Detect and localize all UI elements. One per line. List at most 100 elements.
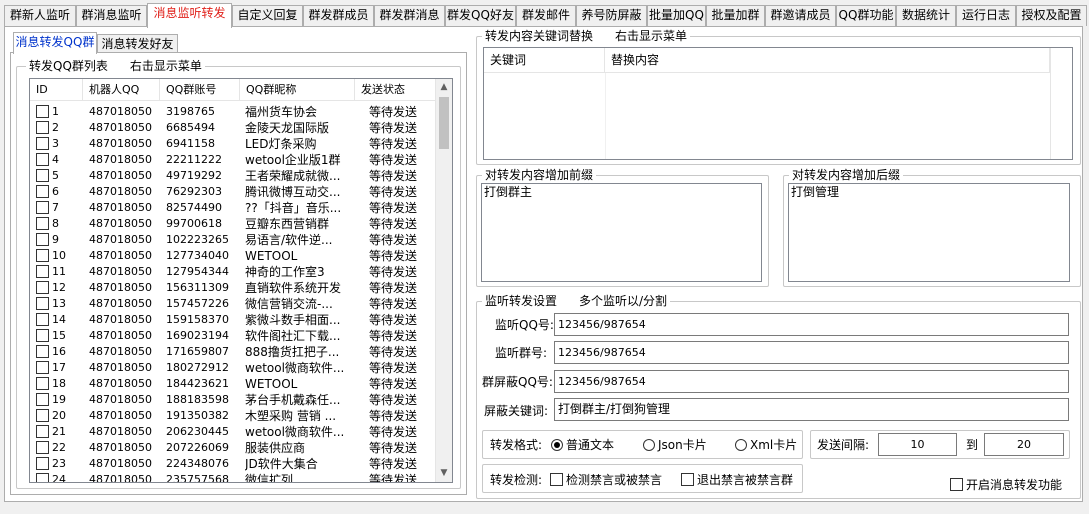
- detect-muted-checkbox[interactable]: 检测禁言或被禁言: [550, 473, 662, 487]
- radio-icon[interactable]: [643, 438, 655, 451]
- row-checkbox-icon[interactable]: [36, 409, 49, 422]
- row-checkbox-icon[interactable]: [36, 265, 49, 278]
- tab-anti-block[interactable]: 养号防屏蔽: [576, 5, 647, 26]
- format-json-option[interactable]: Json卡片: [643, 438, 707, 452]
- monitor-group-input[interactable]: 123456/987654: [554, 341, 1069, 364]
- tab-message-forward[interactable]: 消息监听转发: [147, 3, 232, 28]
- checkbox-icon[interactable]: [950, 478, 963, 491]
- scroll-thumb[interactable]: [439, 97, 449, 149]
- row-checkbox-icon[interactable]: [36, 441, 49, 454]
- enable-forward-checkbox[interactable]: 开启消息转发功能: [950, 478, 1062, 492]
- interval-from-input[interactable]: 10: [878, 433, 957, 456]
- row-checkbox-icon[interactable]: [36, 425, 49, 438]
- col-id[interactable]: ID: [30, 79, 83, 101]
- row-checkbox-icon[interactable]: [36, 169, 49, 182]
- prefix-textarea[interactable]: 打倒群主: [481, 183, 762, 282]
- row-checkbox-icon[interactable]: [36, 457, 49, 470]
- quit-muted-group-checkbox[interactable]: 退出禁言被禁言群: [681, 473, 793, 487]
- tab-new-member-monitor[interactable]: 群新人监听: [4, 5, 76, 26]
- block-keyword-input[interactable]: 打倒群主/打倒狗管理: [554, 398, 1069, 421]
- checkbox-icon[interactable]: [681, 473, 694, 486]
- format-plain-text-option[interactable]: 普通文本: [551, 438, 614, 452]
- keyword-replace-list[interactable]: 关键词 替换内容: [483, 47, 1073, 160]
- suffix-textarea[interactable]: 打倒管理: [788, 183, 1070, 282]
- tab-statistics[interactable]: 数据统计: [896, 5, 956, 26]
- scroll-up-icon[interactable]: ▲: [440, 82, 448, 92]
- checkbox-icon[interactable]: [550, 473, 563, 486]
- row-checkbox-icon[interactable]: [36, 201, 49, 214]
- block-qq-input[interactable]: 123456/987654: [554, 370, 1069, 393]
- row-checkbox-icon[interactable]: [36, 249, 49, 262]
- radio-selected-icon[interactable]: [551, 438, 563, 451]
- row-checkbox-icon[interactable]: [36, 313, 49, 326]
- radio-icon[interactable]: [735, 438, 747, 451]
- tab-license-config[interactable]: 授权及配置: [1016, 5, 1087, 26]
- tab-invite-members[interactable]: 群邀请成员: [765, 5, 836, 26]
- tab-mass-email[interactable]: 群发邮件: [516, 5, 576, 26]
- tab-group-message-monitor[interactable]: 群消息监听: [76, 5, 147, 26]
- tab-mass-group-members[interactable]: 群发群成员: [303, 5, 374, 26]
- tab-batch-add-qq[interactable]: 批量加QQ: [647, 5, 706, 26]
- tab-run-log[interactable]: 运行日志: [956, 5, 1016, 26]
- tab-qq-group-functions[interactable]: QQ群功能: [836, 5, 896, 26]
- row-checkbox-icon[interactable]: [36, 217, 49, 230]
- col-robot-qq[interactable]: 机器人QQ: [83, 79, 160, 101]
- col-group-nickname[interactable]: QQ群昵称: [240, 79, 355, 101]
- monitor-qq-input[interactable]: 123456/987654: [554, 313, 1069, 336]
- row-checkbox-icon[interactable]: [36, 105, 49, 118]
- row-checkbox-icon[interactable]: [36, 281, 49, 294]
- tab-forward-to-friend[interactable]: 消息转发好友: [97, 34, 178, 54]
- interval-to-input[interactable]: 20: [984, 433, 1064, 456]
- row-checkbox-icon[interactable]: [36, 297, 49, 310]
- row-checkbox-icon[interactable]: [36, 361, 49, 374]
- tab-forward-to-group[interactable]: 消息转发QQ群: [13, 32, 97, 54]
- row-checkbox-icon[interactable]: [36, 345, 49, 358]
- tab-mass-group-messages[interactable]: 群发群消息: [374, 5, 445, 26]
- row-group-account: 157457226: [166, 297, 229, 310]
- row-checkbox-icon[interactable]: [36, 121, 49, 134]
- format-xml-option[interactable]: Xml卡片: [735, 438, 797, 452]
- group-list-scrollbar[interactable]: ▲ ▼: [435, 79, 452, 482]
- col-keyword[interactable]: 关键词: [484, 48, 605, 73]
- col-group-account[interactable]: QQ群账号: [160, 79, 240, 101]
- row-checkbox-icon[interactable]: [36, 329, 49, 342]
- col-replacement[interactable]: 替换内容: [605, 48, 1050, 73]
- tab-custom-reply[interactable]: 自定义回复: [232, 5, 303, 26]
- row-checkbox-icon[interactable]: [36, 137, 49, 150]
- row-checkbox-icon[interactable]: [36, 473, 49, 482]
- row-checkbox-icon[interactable]: [36, 233, 49, 246]
- tab-batch-add-group[interactable]: 批量加群: [706, 5, 765, 26]
- row-checkbox-icon[interactable]: [36, 153, 49, 166]
- tab-mass-qq-friends[interactable]: 群发QQ好友: [445, 5, 516, 26]
- row-checkbox-icon[interactable]: [36, 185, 49, 198]
- scroll-down-icon[interactable]: ▼: [440, 468, 448, 478]
- row-checkbox-icon[interactable]: [36, 377, 49, 390]
- col-send-status[interactable]: 发送状态: [355, 79, 437, 101]
- row-checkbox-icon[interactable]: [36, 393, 49, 406]
